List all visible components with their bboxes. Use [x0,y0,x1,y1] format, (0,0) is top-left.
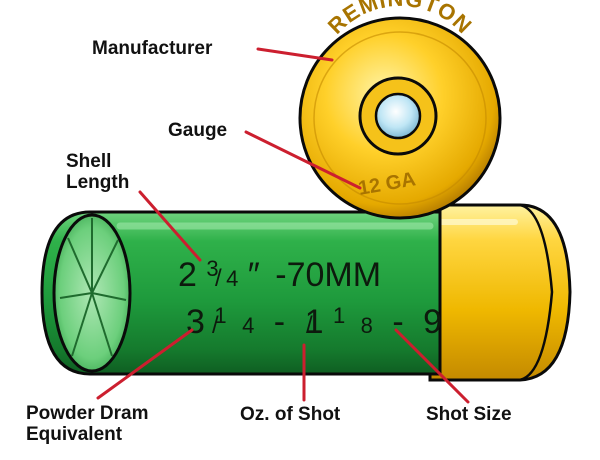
head-stamp-inner-ring [313,31,487,205]
primer [374,92,422,140]
green-hull [40,210,442,376]
leader-powder-dram [96,328,194,400]
label-oz-of-shot: Oz. of Shot [240,404,341,425]
leader-gauge [244,130,362,190]
fraction-slash-3: / [306,312,313,339]
label-gauge: Gauge [168,120,228,141]
label-powder-dram-line2: Equivalent [26,424,123,445]
leader-shot-size [394,328,470,404]
leader-manufacturer [256,47,334,62]
brass-rim [519,203,554,382]
label-powder-dram-line1: Powder Dram [26,403,149,424]
label-shell-length-line2: Length [66,172,130,193]
fraction-slash: / [215,265,222,292]
brass-base [428,203,572,382]
shell-load-text: 3 1 4 - 1 1 8 - 9 [186,293,442,341]
crimp-folds-icon [59,218,127,357]
shell-length-text: 2 3 4 ″ -70MM [178,246,381,294]
label-manufacturer: Manufacturer [92,38,213,59]
leader-shell-length [138,190,202,262]
label-shot-size: Shot Size [426,404,512,425]
fraction-slash-2: / [212,312,219,339]
label-shell-length-line1: Shell [66,151,112,172]
